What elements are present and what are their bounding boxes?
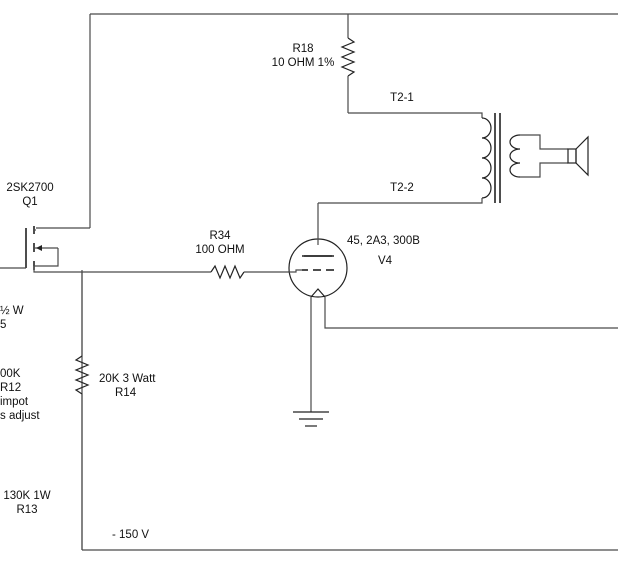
r13-ref-label: R13	[16, 504, 37, 516]
r34-value-label: 100 OHM	[195, 244, 244, 256]
r14-resistor	[74, 272, 90, 550]
mosfet-arrow-icon	[36, 245, 42, 251]
partial-resistor-wattage-label: ½ W	[0, 305, 24, 317]
top-rail-wire	[36, 13, 618, 229]
v4-ref-label: V4	[378, 255, 393, 267]
t2-2-label: T2-2	[390, 182, 414, 194]
q1-part-label: 2SK2700	[6, 182, 53, 194]
r12-desc-label: impot	[0, 396, 29, 408]
r13-value-label: 130K 1W	[3, 490, 50, 502]
partial-resistor-ref-label: 5	[0, 319, 6, 331]
r14-ref-label: R14	[115, 387, 137, 399]
r18-ref-label: R18	[292, 43, 313, 55]
r34-resistor	[210, 264, 289, 280]
tube-v4	[288, 203, 618, 412]
r12-ref-label: R12	[0, 382, 21, 394]
q1-ref-label: Q1	[22, 196, 37, 208]
transformer-t2	[318, 112, 521, 204]
r18-resistor	[340, 14, 356, 113]
r34-ref-label: R34	[209, 230, 231, 242]
supply-voltage-label: - 150 V	[112, 529, 149, 541]
r18-value-label: 10 OHM 1%	[272, 57, 335, 69]
v4-types-label: 45, 2A3, 300B	[347, 235, 420, 247]
mosfet-q1	[0, 226, 59, 270]
speaker-icon	[520, 134, 589, 178]
r14-value-label: 20K 3 Watt	[99, 373, 156, 385]
r12-desc2-label: s adjust	[0, 410, 40, 422]
source-node-wiring	[33, 266, 211, 550]
r12-value-label: 00K	[0, 368, 21, 380]
ground-icon	[293, 411, 329, 427]
t2-1-label: T2-1	[390, 92, 414, 104]
